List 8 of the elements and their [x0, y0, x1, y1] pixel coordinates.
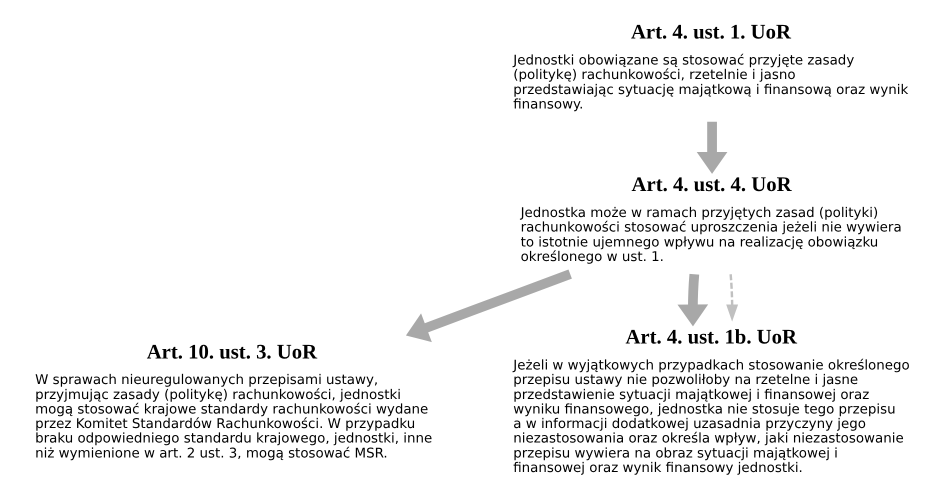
node-text: Art. 4. ust. 4. UoR Jednostka może w ramach przyjętych zasad (polityki) rachunkowości stosować uproszczenia jeżeli nie wywiera to istotnie ujemnego wpływu na realizację obowiązku określonego w ust. 1.	[520, 174, 902, 265]
arrow	[726, 274, 738, 322]
node-text: Art. 4. ust. 1b. UoR Jeżeli w wyjątkowych przypadkach stosowanie określonego przepisu ustawy nie pozwoliłoby na rzetelne i jasne przedstawienie sytuacji majątkowej i finansowej oraz wyniku finansowego, jednostka nie stosuje tego przepisu a w informacji dodatkowej uzasadnia przyczyny jego niezastosowania oraz określa wpływ, jaki niezastosowanie przepisu wywiera na obraz sytuacji majątkowej i finansowej oraz wynik finansowy jednostki.	[513, 326, 910, 476]
node-text: Art. 10. ust. 3. UoR W sprawach nieuregulowanych przepisami ustawy, przyjmując zasady (politykę) rachunkowości, jednostki mogą stosować krajowe standardy rachunkowości wydane przez Komitet Standardów Rachunkowości. W przypadku braku odpowiedniego standardu krajowego, jednostki, inne niż wymienione w art. 2 ust. 3, mogą stosować MSR.	[35, 341, 432, 462]
arrow	[696, 122, 728, 174]
node-text: Art. 4. ust. 1. UoR Jednostki obowiązane są stosować przyjęte zasady (politykę) rachunkowości, rzetelnie i jasno przedstawiając sytuację majątkową i finansową oraz wynik finansowy.	[513, 22, 908, 112]
arrow	[677, 274, 708, 326]
arrow	[406, 269, 572, 342]
